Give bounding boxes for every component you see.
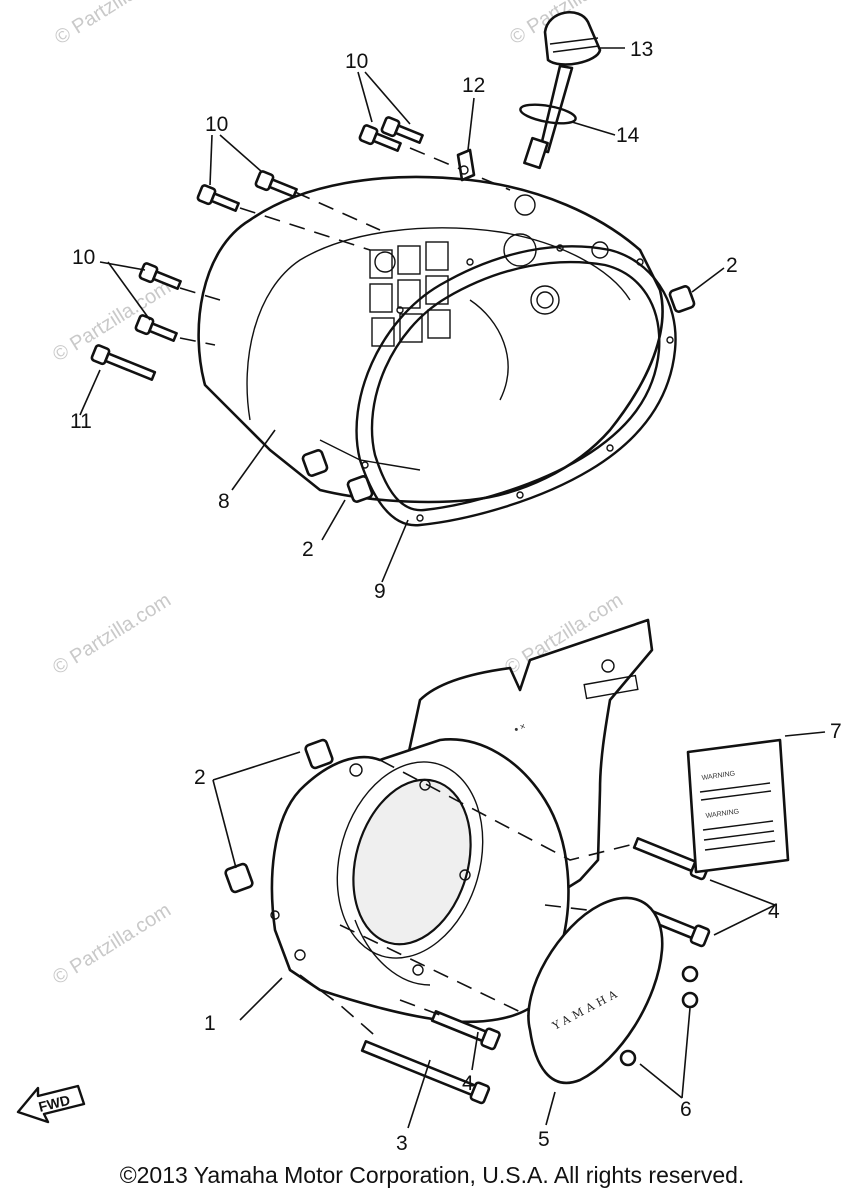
callout-6: 6: [680, 1098, 692, 1121]
callout-3: 3: [396, 1132, 408, 1155]
callout-5: 5: [538, 1128, 550, 1151]
fwd-label: FWD: [37, 1092, 72, 1115]
install-lines: [299, 759, 631, 1061]
svg-text:● ✕: ● ✕: [513, 723, 527, 734]
oil-level-gauge: [523, 11, 602, 170]
callout-14: 14: [616, 124, 640, 147]
callout-4: 4: [768, 900, 780, 923]
forward-arrow-icon: FWD: [16, 1084, 86, 1124]
cable-clamp: [456, 148, 476, 182]
gasket: [355, 244, 677, 527]
callout-8: 8: [218, 490, 230, 513]
crankcase-cover: [197, 175, 664, 504]
callout-11: 11: [70, 410, 92, 433]
callout-2: 2: [302, 538, 314, 561]
copyright-notice: ©2013 Yamaha Motor Corporation, U.S.A. A…: [119, 1162, 745, 1188]
callout-13: 13: [630, 38, 653, 61]
name-plate-cover: YAMAHA: [527, 896, 664, 1085]
watermark: © Partzilla.com: [49, 589, 175, 679]
o-ring: [519, 103, 577, 125]
callout-10: 10: [205, 113, 228, 136]
watermark: © Partzilla.com: [49, 899, 175, 989]
warning-label: WARNING WARNING: [686, 738, 790, 874]
callout-4: 4: [462, 1072, 474, 1095]
callout-2: 2: [726, 254, 738, 277]
dowel-pin: [301, 285, 696, 503]
callout-12: 12: [462, 74, 485, 97]
callout-10: 10: [72, 246, 95, 269]
watermark: © Partzilla.com: [51, 0, 177, 49]
callout-7: 7: [830, 720, 842, 743]
callout-numbers: 13 14 12 10 10 10 11 8 2 2 9 2 7 4 1 4 6…: [70, 38, 842, 1155]
leader-lines: [79, 47, 826, 1129]
dowel-pin: [224, 738, 334, 894]
bolt: [90, 116, 424, 381]
warning-text: WARNING: [705, 808, 739, 820]
callout-10: 10: [345, 50, 368, 73]
callout-1: 1: [204, 1012, 216, 1035]
warning-text: WARNING: [701, 770, 735, 782]
callout-9: 9: [374, 580, 386, 603]
crankcase-cover-left: [270, 738, 570, 1024]
watermark: © Partzilla.com: [49, 276, 175, 366]
bolt: [360, 837, 711, 1105]
screw: [619, 965, 699, 1067]
callout-2: 2: [194, 766, 206, 789]
